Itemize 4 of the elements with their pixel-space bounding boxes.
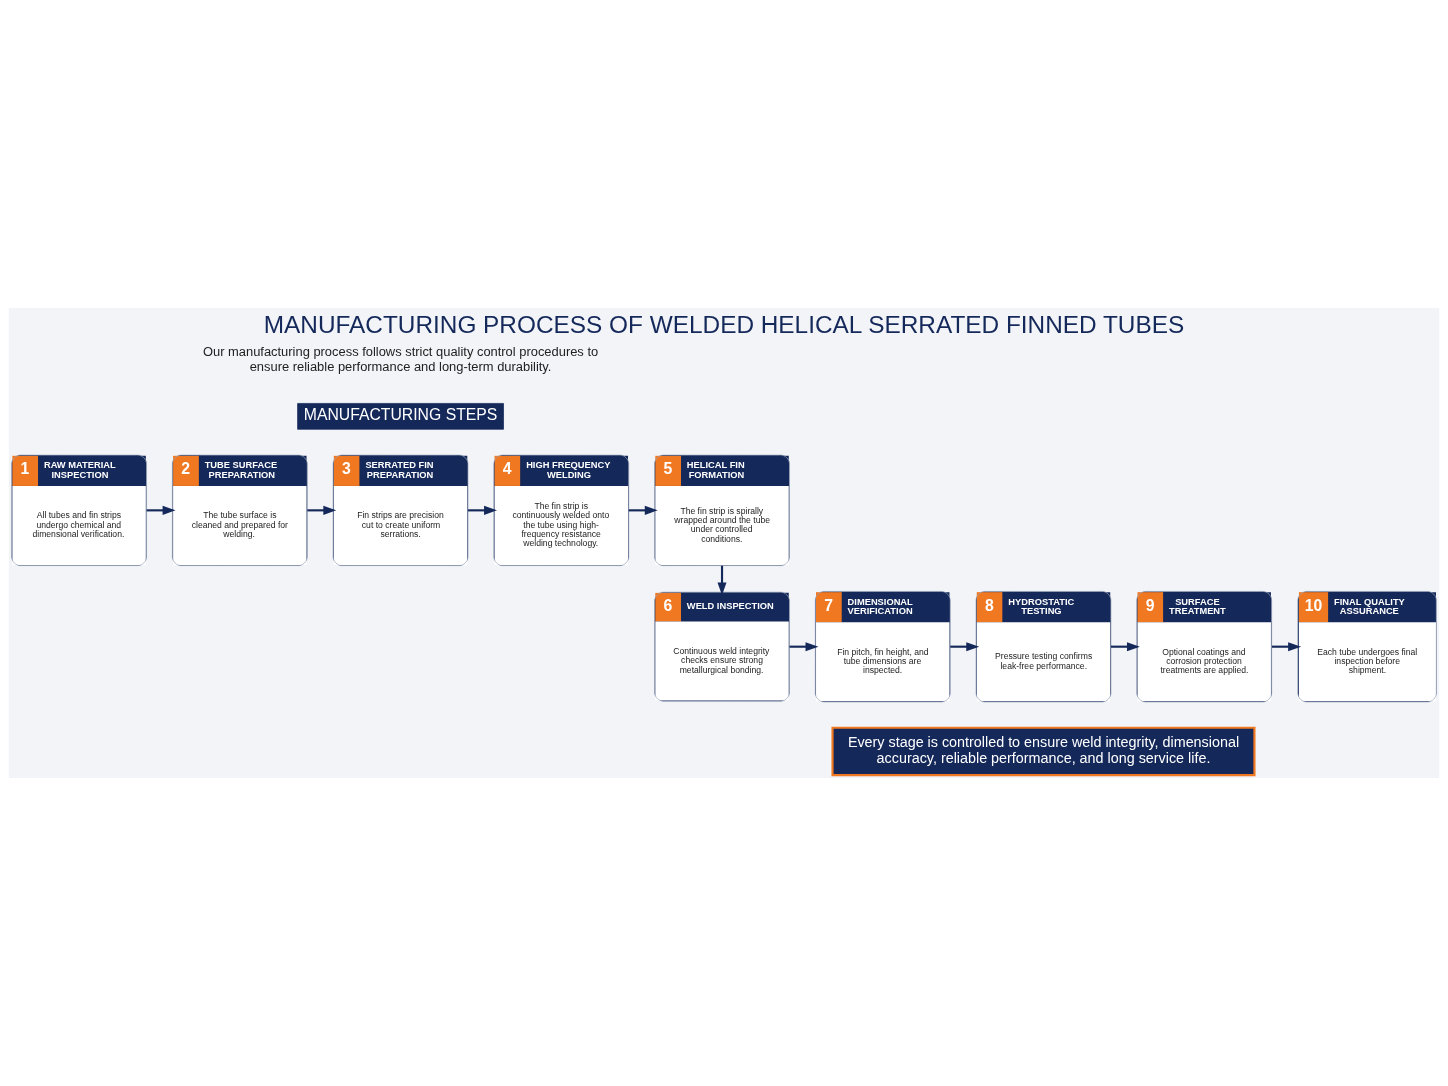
label: Every stage is controlled to ensure weld integrity, dimensional accuracy, reliable performance, and long service life. (847, 734, 1240, 766)
label: Our manufacturing process follows strict quality control procedures to ensure reliable performance and long-term durability. (202, 344, 599, 374)
label: MANUFACTURING STEPS (303, 406, 498, 424)
diagram-title: MANUFACTURING PROCESS OF WELDED HELICAL SERRATED FINNED TUBES (263, 311, 1185, 339)
